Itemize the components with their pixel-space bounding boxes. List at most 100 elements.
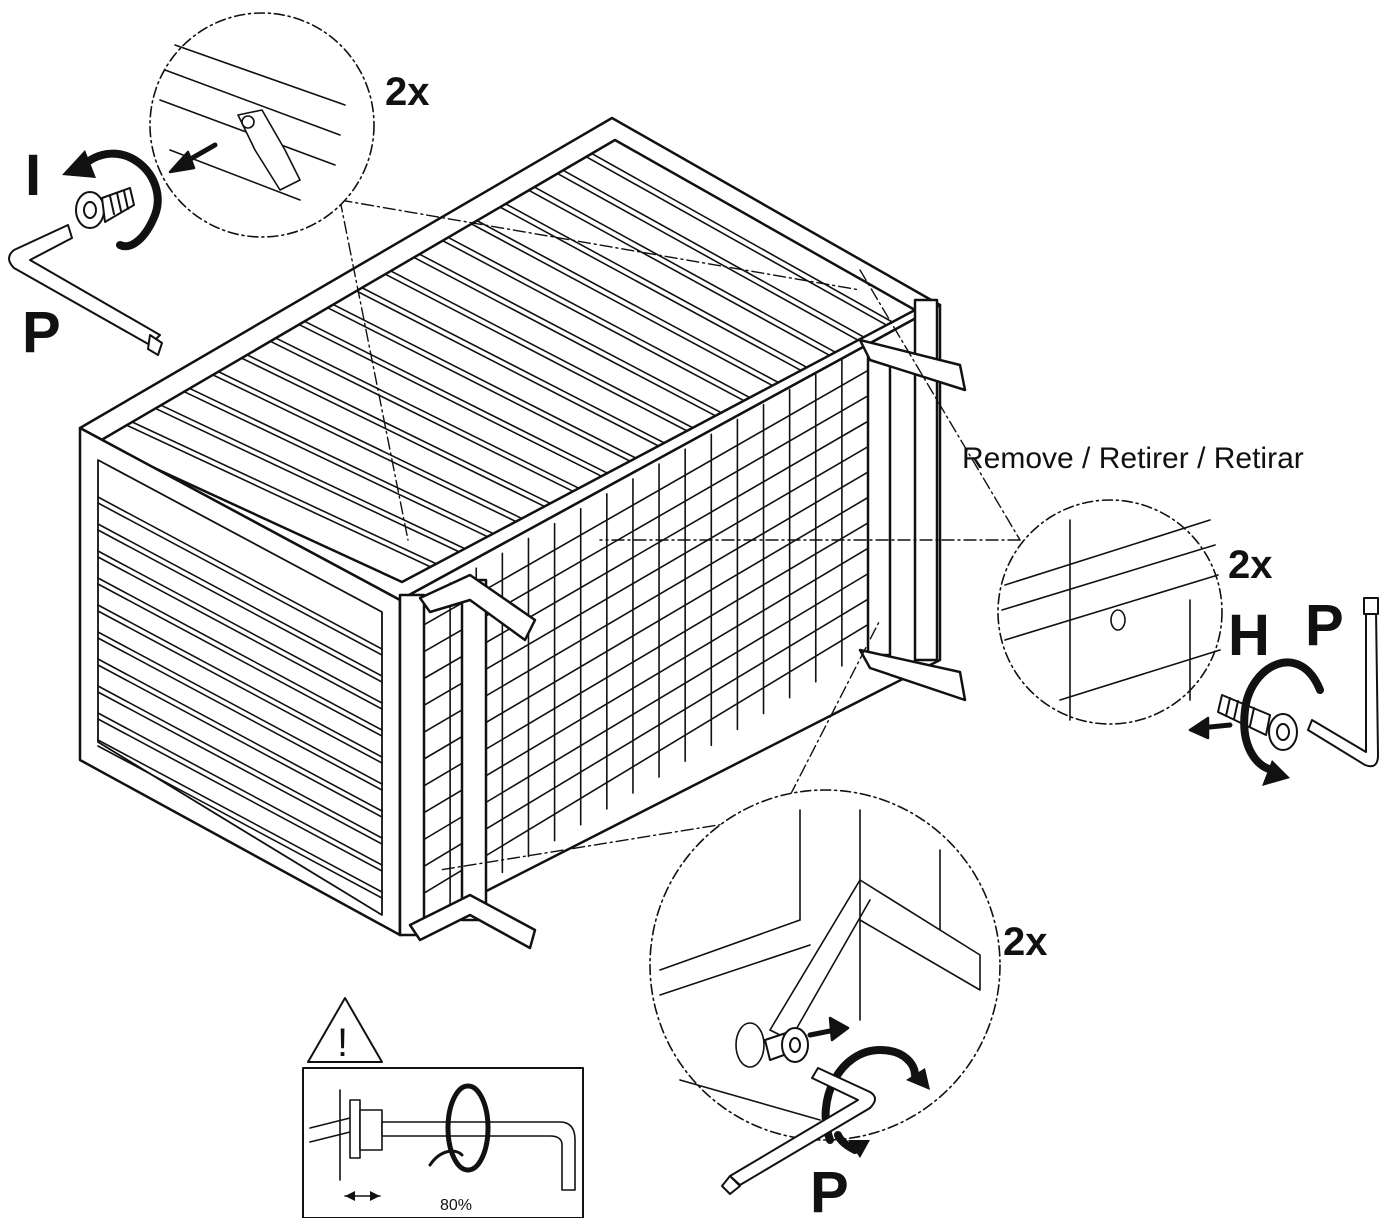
- diagram-stroke: [97, 637, 383, 791]
- allen-key-icon: [8, 224, 163, 356]
- diagram-stroke: [470, 223, 774, 387]
- part-letter-key: P: [1305, 593, 1344, 658]
- diagram-stroke: [275, 337, 580, 490]
- rotate-arrow-icon: [1240, 658, 1324, 786]
- diagram-stroke: [423, 522, 869, 787]
- diagram-stroke: [423, 369, 869, 626]
- diagram-stroke: [304, 320, 609, 475]
- crate-grid: [423, 359, 869, 905]
- diagram-stroke: [97, 739, 383, 893]
- part-letter-bolt: I: [25, 143, 41, 208]
- arrow-icon: [1188, 716, 1233, 740]
- remove-instruction: Remove / Retirer / Retirar: [962, 442, 1304, 475]
- diagram-stroke: [476, 220, 780, 384]
- detail-circle-right: [997, 499, 1223, 725]
- crate-post-left: [398, 593, 426, 937]
- diagram-stroke: [423, 420, 869, 680]
- diagram-stroke: [97, 658, 383, 812]
- diagram-stroke: [423, 572, 869, 841]
- torque-percent-label: 80%: [440, 1197, 472, 1214]
- diagram-stroke: [499, 206, 802, 372]
- crate-illustration: [78, 116, 967, 950]
- diagram-stroke: [447, 236, 751, 399]
- diagram-stroke: [585, 155, 888, 326]
- diagram-stroke: [97, 718, 383, 872]
- diagram-stroke: [326, 306, 631, 462]
- diagram-stroke: [97, 496, 383, 650]
- diagram-stroke: [97, 502, 383, 656]
- diagram-stroke: [97, 685, 383, 839]
- diagram-stroke: [390, 270, 694, 429]
- warning-box: ! 80%: [302, 997, 584, 1219]
- diagram-stroke: [154, 407, 460, 553]
- diagram-stroke: [125, 424, 432, 568]
- rotate-arrow-icon: [821, 1046, 930, 1158]
- diagram-stroke: [528, 189, 831, 357]
- diagram-stroke: [131, 421, 438, 565]
- diagram-stroke: [97, 523, 383, 677]
- diagram-stroke: [97, 610, 383, 764]
- diagram-stroke: [423, 496, 869, 760]
- diagram-stroke: [97, 604, 383, 758]
- diagram-stroke: [97, 691, 383, 845]
- diagram-stroke: [97, 712, 383, 866]
- bolt-icon: [75, 187, 135, 229]
- crate-post-mid: [460, 578, 488, 922]
- crate-top-slats: [125, 152, 894, 568]
- part-letter-key: P: [810, 1160, 849, 1218]
- quantity-label: 2x: [1228, 543, 1273, 587]
- arrow-icon: [807, 1016, 850, 1042]
- quantity-label: 2x: [1003, 920, 1048, 964]
- diagram-stroke: [423, 547, 869, 814]
- arrow-icon: [168, 142, 218, 174]
- diagram-stroke: [97, 556, 383, 710]
- part-letter-key: P: [22, 300, 61, 365]
- allen-key-icon: [1307, 597, 1379, 768]
- rotate-arrow-icon: [62, 149, 162, 251]
- crate-support-arms: [408, 338, 967, 950]
- diagram-stroke: [97, 664, 383, 818]
- diagram-stroke: [97, 583, 383, 737]
- diagram-stroke: [269, 340, 574, 493]
- allen-key-icon: [721, 1067, 876, 1195]
- diagram-stroke: [423, 445, 869, 707]
- warning-symbol: !: [337, 1021, 348, 1065]
- leader-lines: [339, 199, 1021, 871]
- part-letter-bolt: H: [1228, 603, 1270, 668]
- diagram-stroke: [556, 172, 859, 342]
- diagram-stroke: [189, 387, 495, 535]
- warning-triangle-icon: [307, 997, 383, 1063]
- diagram-stroke: [298, 323, 603, 478]
- rotate-arrow-icon: [428, 1083, 491, 1173]
- diagram-stroke: [384, 273, 688, 432]
- diagram-stroke: [332, 303, 637, 459]
- diagram-stroke: [97, 577, 383, 731]
- callout-top-left: 2x I P: [8, 12, 430, 365]
- diagram-stroke: [423, 623, 869, 894]
- diagram-stroke: [218, 371, 523, 520]
- diagram-stroke: [160, 404, 466, 550]
- diagram-stroke: [423, 471, 869, 733]
- diagram-stroke: [534, 186, 837, 354]
- diagram-stroke: [212, 374, 517, 523]
- diagram-stroke: [97, 745, 383, 899]
- diagram-stroke: [413, 256, 717, 417]
- callout-bottom: 2x P: [649, 789, 1048, 1223]
- quantity-label: 2x: [385, 70, 430, 114]
- crate-side-slats: [97, 496, 383, 899]
- diagram-stroke: [562, 169, 865, 339]
- bolt-icon: [1217, 694, 1298, 751]
- diagram-stroke: [240, 357, 546, 508]
- diagram-stroke: [246, 354, 552, 505]
- crate-post-right: [866, 353, 892, 657]
- diagram-stroke: [183, 390, 489, 538]
- crate-side-inner: [97, 459, 383, 916]
- diagram-stroke: [505, 203, 808, 369]
- diagram-stroke: [355, 290, 660, 447]
- bolt-icon: [764, 1027, 809, 1063]
- diagram-stroke: [591, 152, 894, 323]
- diagram-stroke: [419, 253, 723, 414]
- diagram-stroke: [423, 598, 869, 868]
